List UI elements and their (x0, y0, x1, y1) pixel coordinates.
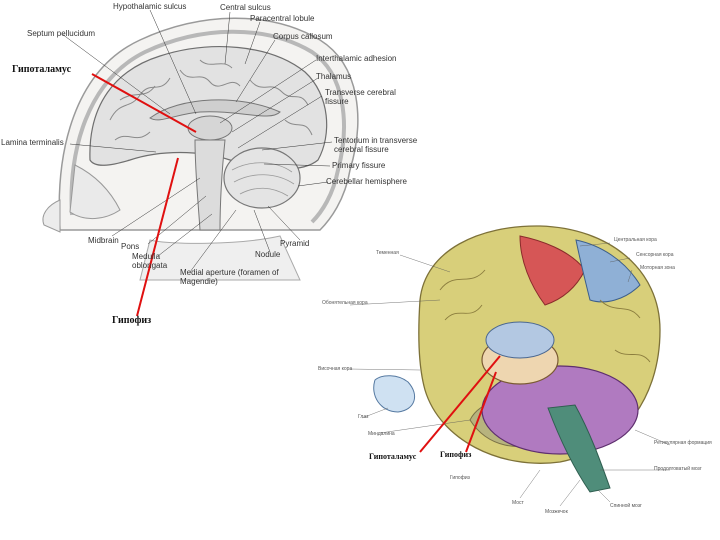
label-sensory-cortex: Сенсорная кора (636, 252, 674, 258)
left-pituitary-caption: Гипофиз (112, 315, 152, 326)
label-eye: Глаз (358, 414, 369, 420)
label-transverse-cerebral-fissure: Transverse cerebral fissure (325, 88, 396, 106)
left-hypothalamus-line (91, 73, 197, 133)
right-pituitary-line (465, 371, 497, 453)
label-thalamus: Thalamus (316, 72, 352, 81)
label-motor-zone: Моторная зона (640, 265, 675, 271)
label-medial-aperture: Medial aperture (foramen of Magendie) (180, 268, 279, 286)
label-medulla: Продолговатый мозг (654, 466, 702, 472)
label-lamina-terminalis: Lamina terminalis (1, 138, 64, 147)
label-paracentral-lobule: Paracentral lobule (250, 14, 315, 23)
label-cerebellum: Мозжечок (545, 509, 568, 515)
right-hypothalamus-caption: Гипоталамус (369, 452, 417, 461)
sagittal-brain-illustration (0, 0, 428, 281)
left-hypothalamus-caption: Гипоталамус (12, 64, 72, 75)
colored-brain-illustration (349, 225, 671, 507)
label-olfactory-cortex: Обонятельная кора (322, 300, 368, 306)
label-reticular-formation: Ретикулярная формация (654, 440, 712, 446)
label-pons: Pons (121, 242, 140, 251)
right-pituitary-caption: Гипофиз (440, 450, 472, 459)
label-tentorium: Tentorium in transverse cerebral fissure (334, 136, 418, 154)
label-central-sulcus: Central sulcus (220, 3, 271, 12)
label-cerebellar-hemisphere: Cerebellar hemisphere (326, 177, 407, 186)
label-interthalamic-adhesion: Interthalamic adhesion (316, 54, 397, 63)
label-central-cortex: Центральная кора (614, 237, 657, 243)
right-hypothalamus-line (419, 355, 501, 453)
label-nodule: Nodule (255, 250, 281, 259)
label-septum-pellucidum: Septum pellucidum (27, 29, 96, 38)
label-pituitary-small: Гипофиз (450, 475, 470, 481)
callout-lines (91, 73, 501, 453)
label-temporal-cortex: Височная кора (318, 366, 353, 372)
label-spinal-cord: Спинной мозг (610, 503, 642, 509)
label-amygdala: Миндалина (368, 431, 395, 437)
label-midbrain: Midbrain (88, 236, 119, 245)
label-hypothalamic-sulcus: Hypothalamic sulcus (113, 2, 187, 11)
label-primary-fissure: Primary fissure (332, 161, 386, 170)
label-pons-ru: Мост (512, 500, 524, 506)
left-pituitary-line (136, 157, 179, 317)
label-corpus-callosum: Corpus callosum (273, 32, 333, 41)
label-medulla-oblongata: Medulla oblongata (132, 252, 168, 270)
label-pyramid: Pyramid (280, 239, 310, 248)
label-parietal: Теменная (376, 250, 399, 256)
